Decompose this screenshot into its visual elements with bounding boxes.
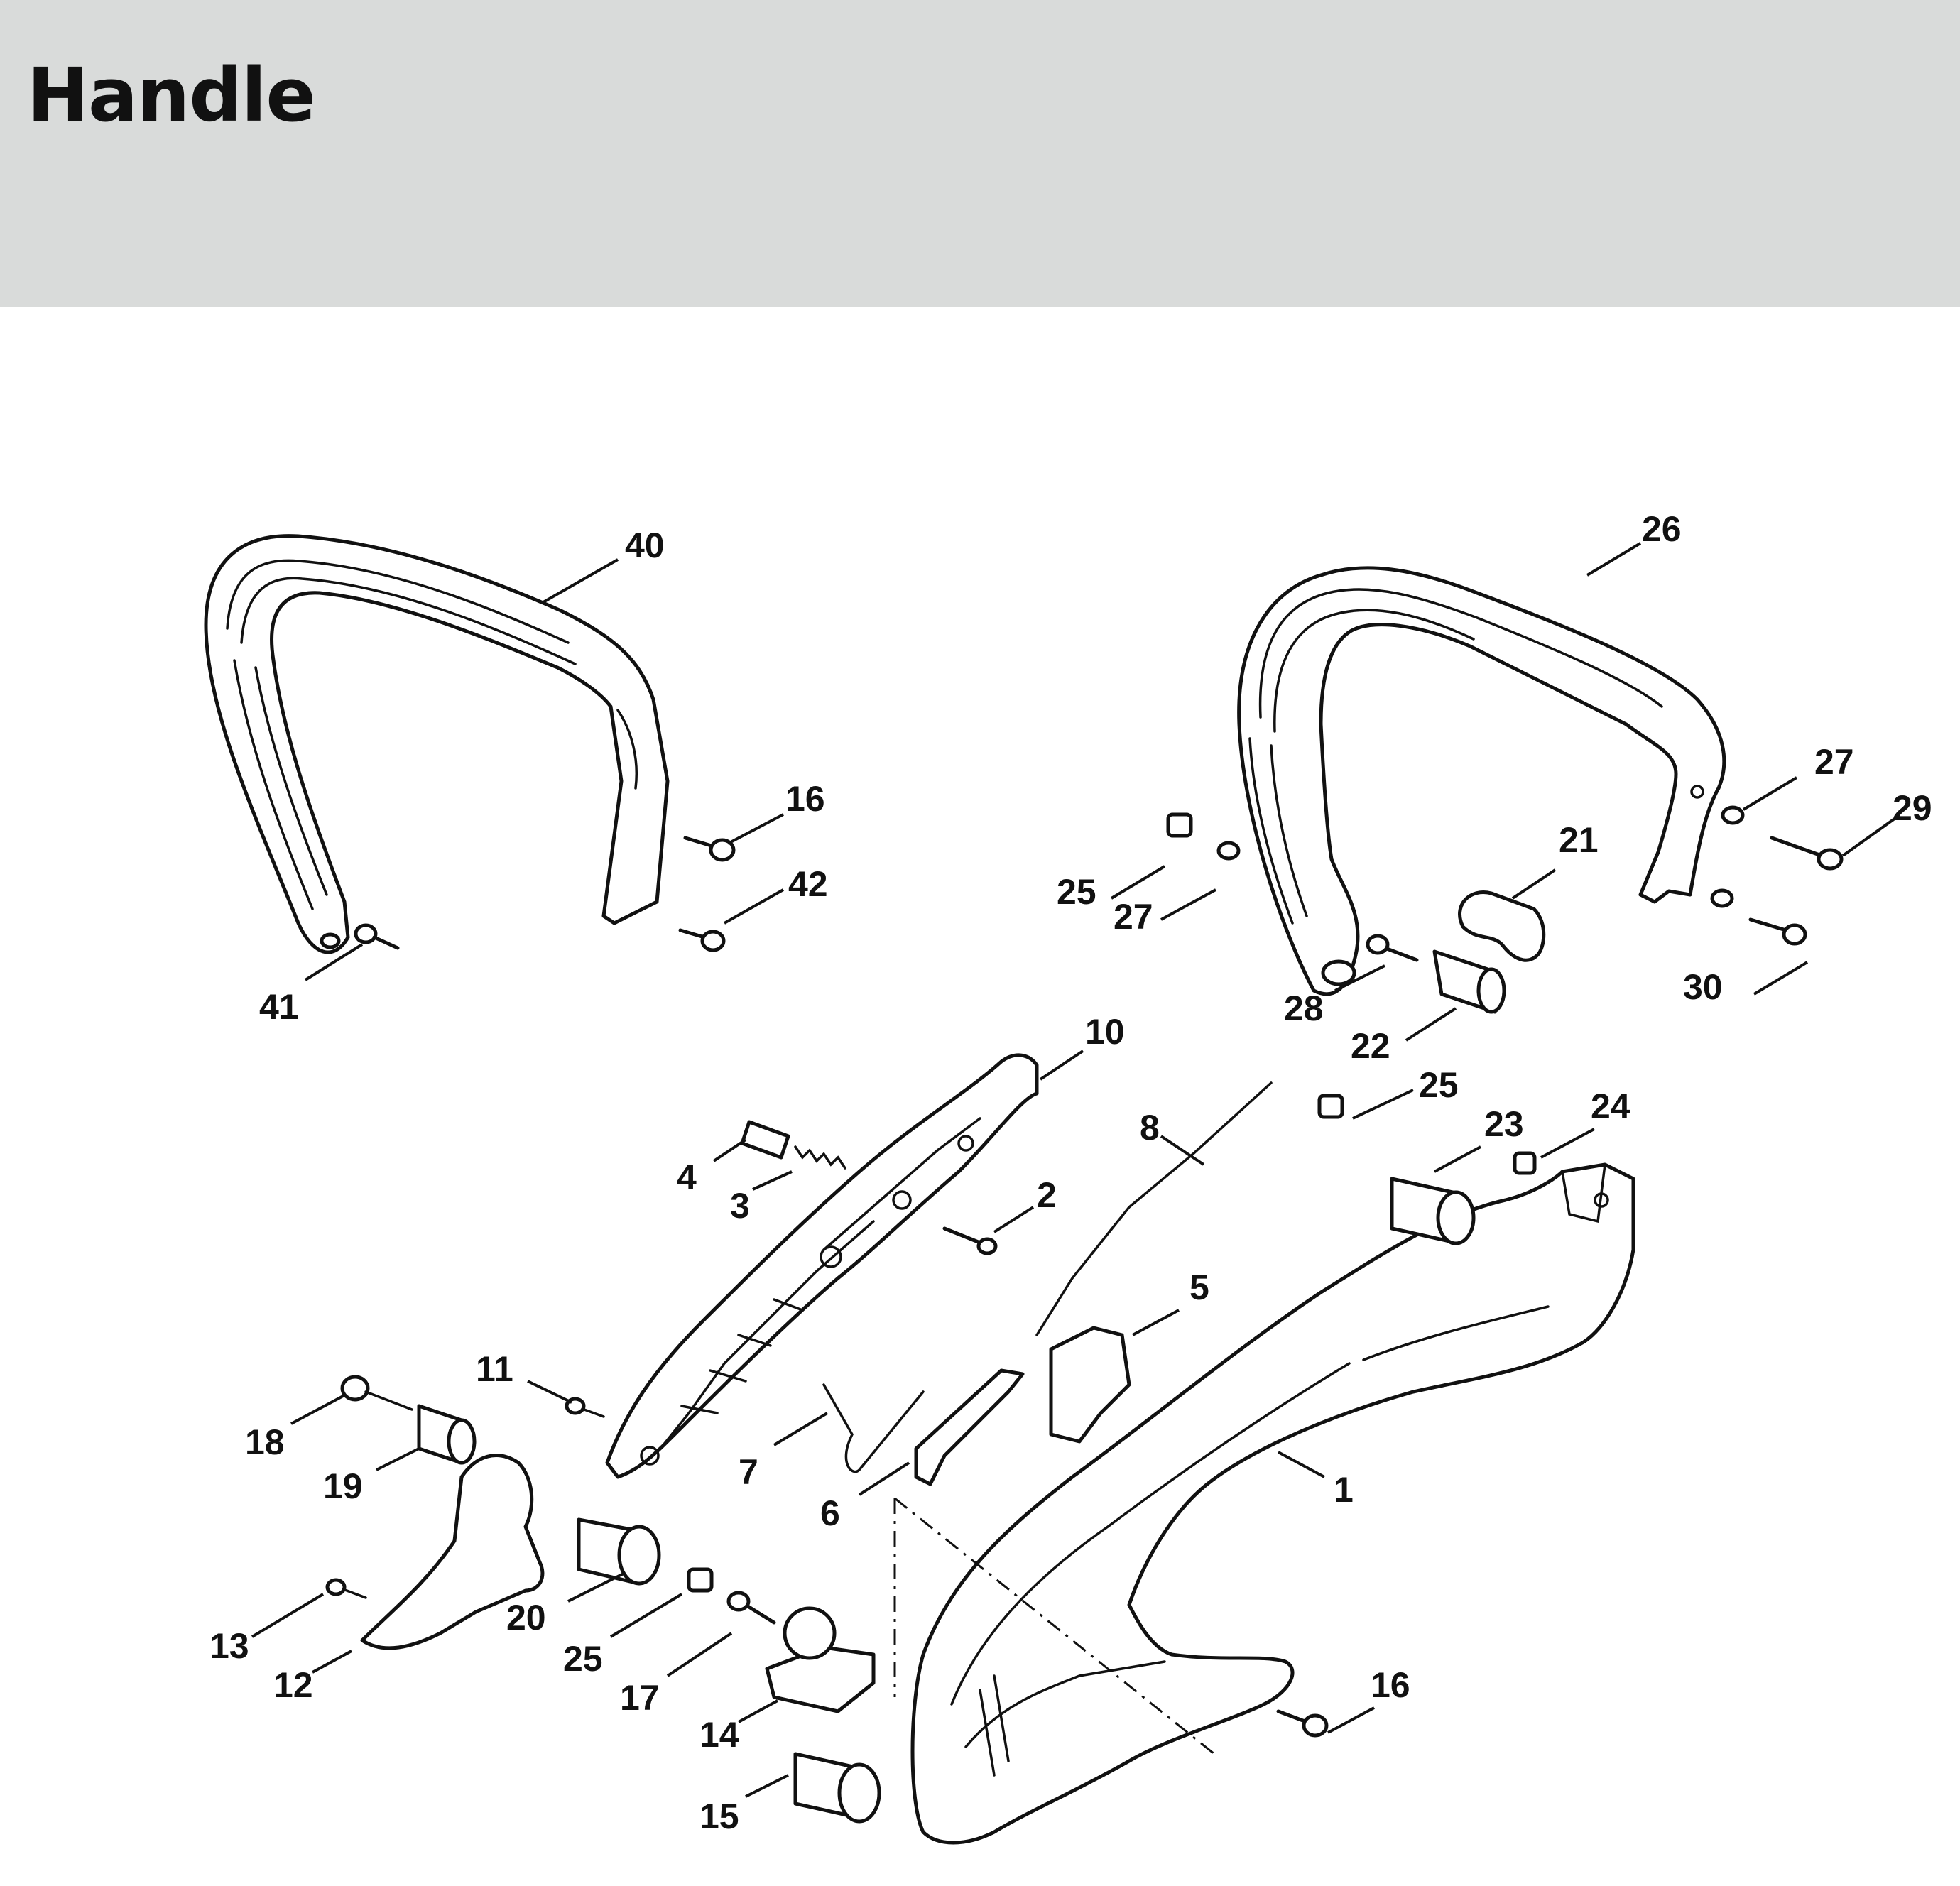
alignment-line bbox=[893, 1497, 1215, 1755]
callout-42: 42 bbox=[788, 864, 828, 904]
part-27-washer-a bbox=[1216, 841, 1241, 861]
callout-25: 25 bbox=[563, 1639, 603, 1679]
part-25-nut-top bbox=[1166, 812, 1193, 838]
callout-1: 1 bbox=[1334, 1470, 1354, 1510]
callout-12: 12 bbox=[273, 1665, 313, 1705]
callout-8: 8 bbox=[1140, 1108, 1160, 1148]
part-13-screw bbox=[325, 1578, 367, 1599]
header-bar: Handle bbox=[0, 0, 1960, 307]
callout-21: 21 bbox=[1559, 820, 1599, 860]
part-18-screw bbox=[340, 1375, 413, 1411]
part-3-spring bbox=[794, 1145, 846, 1170]
callout-26: 26 bbox=[1642, 509, 1682, 549]
callout-3: 3 bbox=[730, 1186, 750, 1226]
part-26-handlebar bbox=[1237, 566, 1726, 996]
callout-24: 24 bbox=[1591, 1086, 1630, 1126]
part-40-handlebar bbox=[204, 534, 670, 954]
callout-27: 27 bbox=[1114, 897, 1153, 937]
callout-30: 30 bbox=[1683, 967, 1723, 1007]
leader-lines bbox=[251, 542, 1899, 1798]
callout-17: 17 bbox=[620, 1678, 660, 1718]
part-14-bracket bbox=[765, 1606, 876, 1713]
callout-13: 13 bbox=[209, 1626, 249, 1666]
callout-29: 29 bbox=[1893, 788, 1932, 828]
part-16-screw-lower bbox=[1276, 1709, 1329, 1738]
callout-11: 11 bbox=[476, 1349, 513, 1389]
callout-25: 25 bbox=[1057, 872, 1096, 912]
part-16-screw-upper bbox=[683, 836, 736, 862]
callout-5: 5 bbox=[1189, 1268, 1209, 1307]
callout-20: 20 bbox=[506, 1598, 546, 1637]
parts-diagram: 40 16 42 41 26 27 29 21 25 27 28 22 30 1… bbox=[0, 307, 1960, 1886]
callout-41: 41 bbox=[259, 987, 299, 1027]
callout-22: 22 bbox=[1351, 1026, 1390, 1066]
part-12-bracket bbox=[360, 1454, 545, 1650]
callout-4: 4 bbox=[677, 1157, 697, 1197]
part-28-stud bbox=[1366, 934, 1419, 962]
callout-25: 25 bbox=[1419, 1065, 1459, 1105]
part-15-buffer bbox=[793, 1752, 881, 1824]
part-23-buffer bbox=[1390, 1177, 1476, 1245]
part-20-buffer bbox=[577, 1517, 661, 1586]
part-1-handle-housing bbox=[910, 1162, 1635, 1845]
part-7-spring bbox=[822, 1383, 925, 1473]
part-19-buffer bbox=[417, 1404, 477, 1465]
part-27-washer-c bbox=[1710, 888, 1734, 908]
part-17-stud bbox=[726, 1591, 776, 1625]
part-2-pin bbox=[942, 1226, 998, 1255]
callout-10: 10 bbox=[1085, 1012, 1125, 1052]
callout-18: 18 bbox=[245, 1422, 285, 1462]
part-25-nut-lower bbox=[687, 1567, 714, 1593]
part-27-washer-b bbox=[1721, 805, 1745, 825]
part-10-handle-molding bbox=[605, 1053, 1039, 1479]
part-11-screw bbox=[565, 1397, 605, 1418]
part-29-screw bbox=[1770, 836, 1844, 871]
callout-23: 23 bbox=[1484, 1104, 1524, 1144]
part-30-screw bbox=[1748, 917, 1807, 946]
callout-40: 40 bbox=[625, 525, 665, 565]
callout-16: 16 bbox=[1371, 1665, 1410, 1705]
part-42-screw bbox=[678, 928, 726, 952]
callout-27: 27 bbox=[1814, 742, 1854, 782]
callout-15: 15 bbox=[699, 1797, 739, 1836]
part-24-nut bbox=[1513, 1151, 1537, 1175]
part-22-buffer bbox=[1432, 949, 1506, 1014]
part-21-bracket bbox=[1458, 890, 1546, 962]
callout-14: 14 bbox=[699, 1715, 739, 1755]
callout-7: 7 bbox=[739, 1452, 758, 1492]
part-8-rod bbox=[1035, 1081, 1273, 1336]
callout-16: 16 bbox=[785, 779, 825, 819]
part-25-nut-mid bbox=[1317, 1094, 1344, 1119]
part-41-stud bbox=[354, 923, 400, 950]
callout-2: 2 bbox=[1037, 1175, 1057, 1215]
page-title: Handle bbox=[27, 52, 316, 138]
callout-6: 6 bbox=[820, 1493, 840, 1533]
part-5-lever bbox=[1049, 1326, 1131, 1444]
part-6-trigger bbox=[914, 1368, 1025, 1486]
callout-19: 19 bbox=[323, 1466, 363, 1506]
part-4-sleeve bbox=[740, 1120, 790, 1160]
callout-28: 28 bbox=[1284, 988, 1324, 1028]
